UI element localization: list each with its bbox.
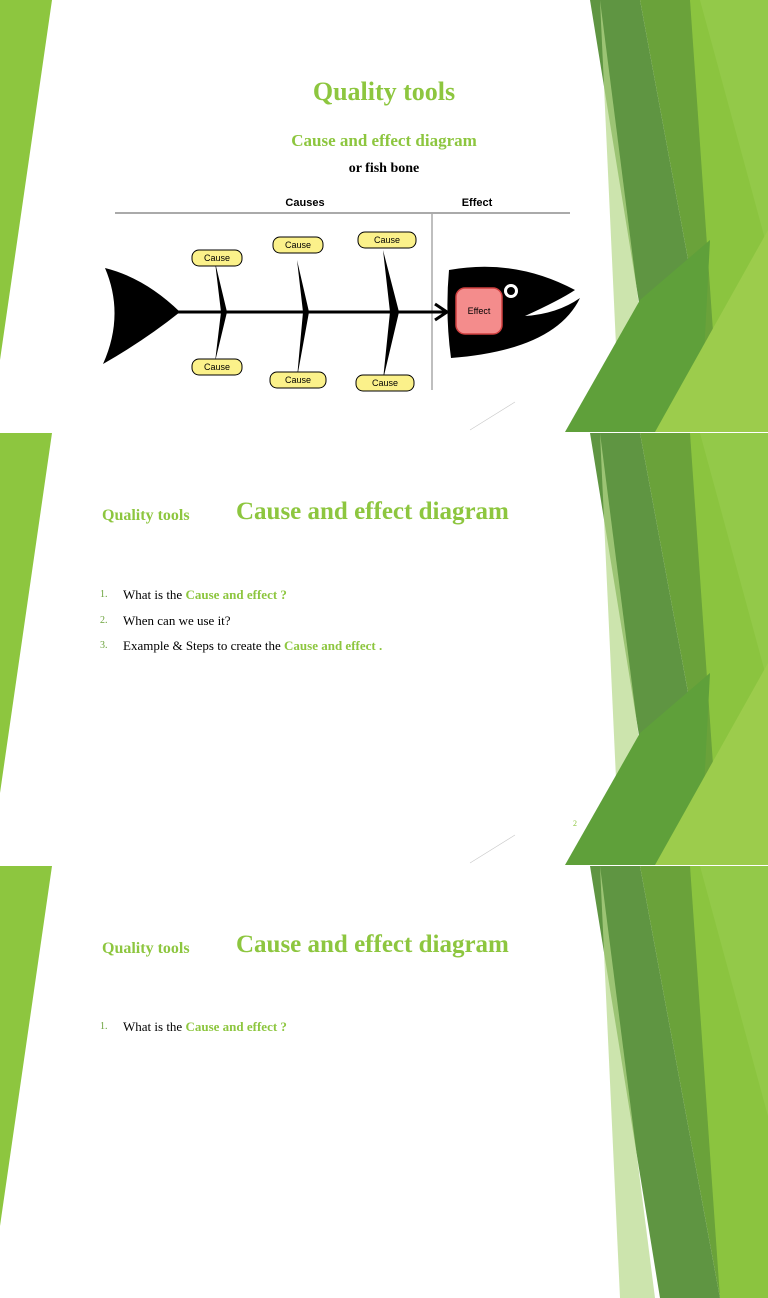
page-number: 2 bbox=[573, 819, 577, 828]
cause-box-1: Cause bbox=[204, 253, 230, 263]
cause-box-6: Cause bbox=[372, 378, 398, 388]
topic-list: 1. What is the Cause and effect ? bbox=[100, 1019, 287, 1045]
effect-box: Effect bbox=[468, 306, 491, 316]
section-label: Quality tools bbox=[102, 507, 190, 524]
list-item: 3. Example & Steps to create the Cause a… bbox=[100, 638, 383, 653]
cause-box-5: Cause bbox=[285, 375, 311, 385]
slide-title: Cause and effect diagram bbox=[236, 498, 509, 525]
slide-decoration bbox=[0, 433, 768, 865]
slide-2: Quality tools Cause and effect diagram 1… bbox=[0, 433, 768, 865]
list-item: 1. What is the Cause and effect ? bbox=[100, 1019, 287, 1034]
slide-subtitle-2: or fish bone bbox=[348, 161, 420, 176]
fish-tail bbox=[103, 268, 180, 364]
list-item: 2. When can we use it? bbox=[100, 612, 231, 628]
section-label: Quality tools bbox=[102, 940, 190, 957]
cause-box-4: Cause bbox=[204, 362, 230, 372]
slide-title: Quality tools bbox=[312, 77, 456, 106]
cause-box-3: Cause bbox=[374, 235, 400, 245]
slide-3: Quality tools Cause and effect diagram 1… bbox=[0, 866, 768, 1298]
slide-title: Cause and effect diagram bbox=[236, 931, 509, 958]
fishbone-diagram: Causes Effect Cause Cause Cause Cause Ca… bbox=[103, 197, 580, 392]
effect-header: Effect bbox=[462, 197, 493, 209]
slide-decoration bbox=[0, 0, 768, 432]
slide-1: Quality tools Cause and effect diagram o… bbox=[0, 0, 768, 432]
list-item: 1. What is the Cause and effect ? bbox=[100, 587, 287, 602]
topic-list: 1. What is the Cause and effect ? 2. Whe… bbox=[100, 587, 382, 664]
slide-subtitle: Cause and effect diagram bbox=[291, 131, 477, 150]
causes-header: Causes bbox=[285, 197, 324, 209]
cause-box-2: Cause bbox=[285, 240, 311, 250]
